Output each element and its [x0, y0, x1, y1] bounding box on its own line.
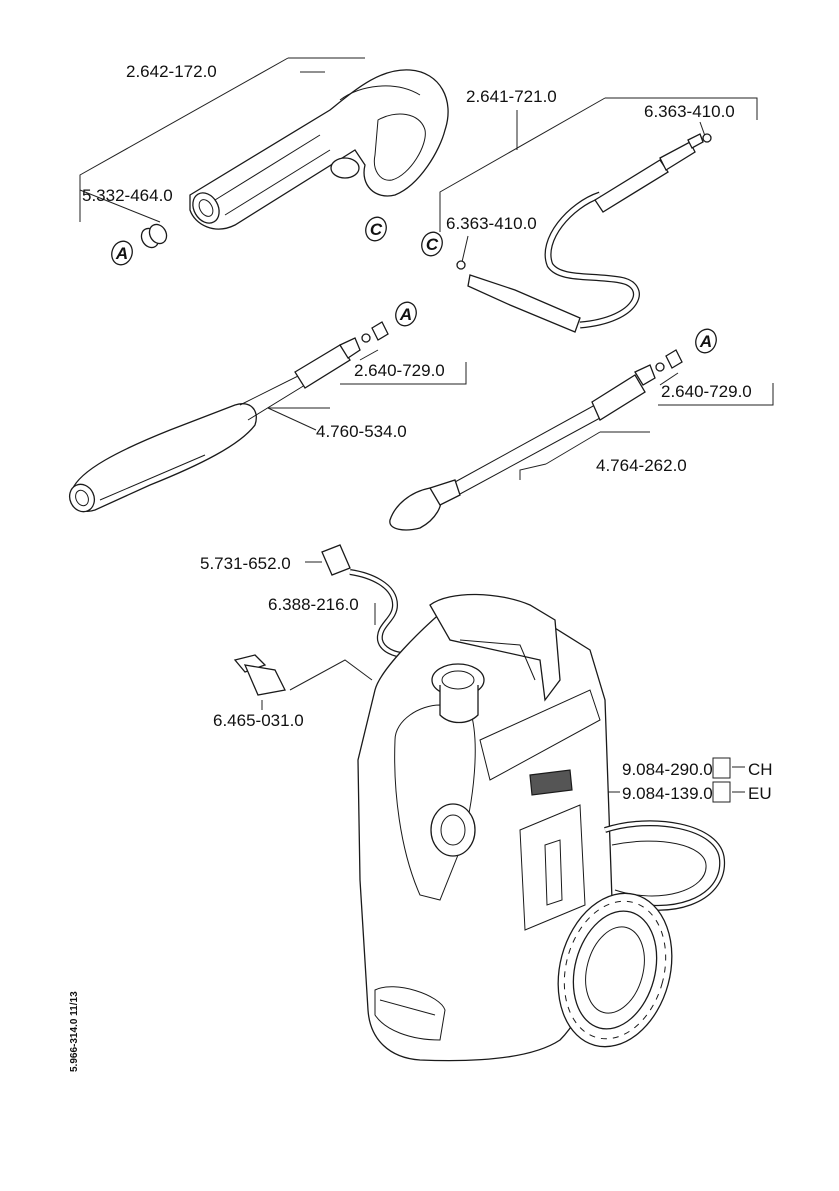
label-lance-adapter-2: 2.640-729.0 — [661, 382, 752, 401]
badge-a-blaster: A — [695, 328, 717, 354]
wheel-drawing — [557, 892, 673, 1048]
badge-c-gun-label: C — [370, 220, 383, 239]
label-oring-left: 6.363-410.0 — [446, 214, 537, 233]
badge-c-gun: C — [365, 216, 387, 242]
trigger-gun-drawing — [140, 69, 449, 249]
cable-eu-box — [712, 781, 731, 803]
badge-a-lance-label: A — [399, 305, 412, 324]
label-hose: 2.641-721.0 — [466, 87, 557, 106]
label-coupling: 6.465-031.0 — [213, 711, 304, 730]
label-cable-eu: 9.084-139.0 — [622, 784, 713, 803]
label-cable-ch: 9.084-290.0 — [622, 760, 713, 779]
label-dirt-blaster: 4.764-262.0 — [596, 456, 687, 475]
badge-a-gun-label: A — [115, 244, 128, 263]
badge-a-gun: A — [111, 240, 133, 266]
document-code: 5.966-314.0 11/13 — [69, 991, 80, 1072]
cable-ch-row: 9.084-290.0 CH — [622, 757, 773, 779]
label-suction-hose: 6.388-216.0 — [268, 595, 359, 614]
hose-drawing — [456, 133, 712, 333]
label-lance-adapter-1: 2.640-729.0 — [354, 361, 445, 380]
badge-c-hose-label: C — [426, 235, 439, 254]
dirt-blaster-drawing — [389, 349, 683, 531]
badge-a-blaster-label: A — [699, 332, 712, 351]
filter-hose-coupling-drawing — [233, 544, 406, 696]
label-cable-ch-suffix: CH — [748, 760, 773, 779]
label-filter: 5.731-652.0 — [200, 554, 291, 573]
badge-a-lance: A — [395, 301, 417, 327]
label-oring-top: 6.363-410.0 — [644, 102, 735, 121]
label-cable-eu-suffix: EU — [748, 784, 772, 803]
vario-lance-drawing — [68, 321, 389, 513]
label-trigger-gun: 2.642-172.0 — [126, 62, 217, 81]
label-vario-lance: 4.760-534.0 — [316, 422, 407, 441]
cable-ch-box — [712, 757, 731, 779]
badge-c-hose: C — [421, 231, 443, 257]
cable-eu-row: 9.084-139.0 EU — [622, 781, 772, 803]
machine-body-drawing — [357, 593, 613, 1062]
label-gun-seal: 5.332-464.0 — [82, 186, 173, 205]
power-cable-drawing — [604, 820, 726, 911]
